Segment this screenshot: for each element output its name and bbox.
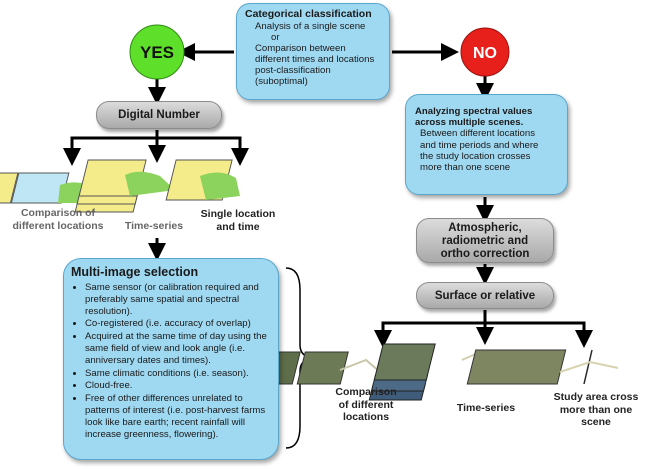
comparison-locations-label: Comparison of different locations xyxy=(2,207,114,232)
bullet-item: Acquired at the same time of day using t… xyxy=(85,331,271,366)
digital-number-box: Digital Number xyxy=(96,101,222,129)
label-line: scene xyxy=(581,416,611,428)
label-line: of different xyxy=(338,398,394,411)
multi-image-selection-box: Multi-image selection Same sensor (or ca… xyxy=(63,258,279,460)
spectral-values-box: Analyzing spectral values across multipl… xyxy=(405,94,568,195)
spectral-title: across multiple scenes. xyxy=(415,117,524,129)
comparison-right-label: Comparison of different locations xyxy=(328,386,404,424)
multi-image-bullets: Same sensor (or calibration required and… xyxy=(71,282,271,440)
label-line: different locations xyxy=(12,219,104,232)
time-series-right-label: Time-series xyxy=(446,402,526,415)
bullet-item: Same climatic conditions (i.e. season). xyxy=(85,368,271,380)
correction-box: Atmospheric, radiometric and ortho corre… xyxy=(416,218,554,263)
spectral-line: Between different locations xyxy=(420,128,536,140)
label-line: locations xyxy=(342,411,390,423)
surface-relative-box: Surface or relative xyxy=(416,282,554,309)
top-line: different times and locations xyxy=(255,54,375,65)
label-line: Time-series xyxy=(124,220,184,232)
single-location-label: Single location and time xyxy=(196,208,280,233)
multi-image-title: Multi-image selection xyxy=(71,265,199,279)
correction-line: radiometric and xyxy=(441,235,529,247)
bracket-surface xyxy=(381,321,586,336)
spectral-line: the study location crosses xyxy=(420,150,531,162)
spectral-line: more than one scene xyxy=(420,162,511,174)
top-line: (suboptimal) xyxy=(255,76,308,87)
no-circle xyxy=(460,27,510,77)
study-area-cross-label: Study area cross more than one scene xyxy=(544,391,648,429)
no-label: NO xyxy=(473,45,497,62)
yes-label: YES xyxy=(140,43,174,62)
spectral-line: and time periods and where xyxy=(420,139,539,151)
label-line: Time-series xyxy=(456,402,516,414)
correction-line: ortho correction xyxy=(440,248,530,260)
time-series-label: Time-series xyxy=(118,220,190,233)
label-line: Single location xyxy=(200,208,276,220)
green-map-icon-single xyxy=(165,159,240,201)
label-line: Comparison xyxy=(335,386,397,398)
surface-label: Surface or relative xyxy=(434,290,536,302)
digital-number-label: Digital Number xyxy=(118,109,200,121)
top-line: or xyxy=(271,32,280,43)
bullet-item: Same sensor (or calibration required and… xyxy=(85,282,271,317)
green-map-icon-timeseries xyxy=(74,159,175,213)
label-line: more than one xyxy=(559,403,633,416)
bracket-dn xyxy=(70,136,242,154)
label-line: Study area cross xyxy=(553,391,639,403)
correction-line: Atmospheric, xyxy=(448,222,522,234)
satellite-image-icon-cross xyxy=(466,349,619,385)
categorical-classification-box: Categorical classification Analysis of a… xyxy=(236,3,390,100)
categorical-title: Categorical classification xyxy=(245,8,372,20)
yes-circle xyxy=(129,24,185,80)
label-line: Comparison of xyxy=(20,207,96,219)
bullet-item: Free of other differences unrelated to p… xyxy=(85,393,271,440)
top-line: post-classification xyxy=(255,65,331,76)
top-line: Analysis of a single scene xyxy=(255,21,366,32)
top-line: Comparison between xyxy=(255,43,346,54)
spectral-title: Analyzing spectral values xyxy=(415,106,533,117)
bullet-item: Co-registered (i.e. accuracy of overlap) xyxy=(85,318,271,330)
bullet-item: Cloud-free. xyxy=(85,380,271,392)
label-line: and time xyxy=(216,220,260,233)
